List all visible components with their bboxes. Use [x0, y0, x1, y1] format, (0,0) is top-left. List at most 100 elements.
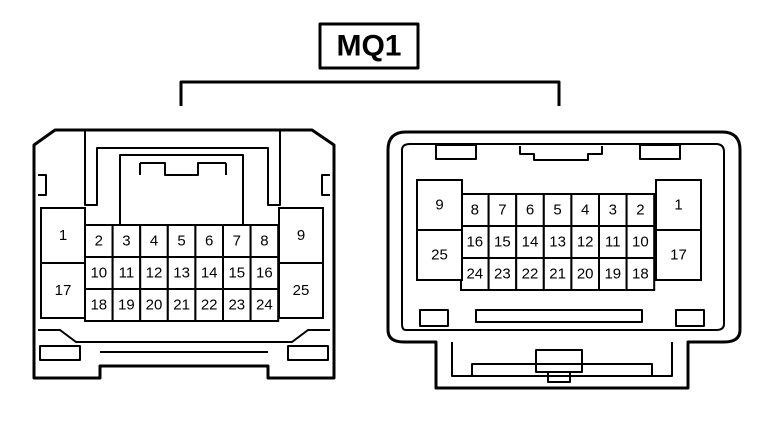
right-pin-2: 2 — [625, 193, 656, 227]
left-foot-right — [287, 345, 329, 361]
pin-number: 9 — [297, 227, 305, 244]
right-pin-9: 9 — [416, 179, 463, 231]
pin-number: 10 — [90, 265, 107, 282]
left-pin-4: 4 — [139, 224, 169, 258]
left-pin-22: 22 — [194, 288, 224, 322]
right-latch-inner — [471, 363, 653, 376]
pin-cell — [655, 229, 702, 281]
pin-number: 22 — [522, 266, 539, 283]
right-pin-25: 25 — [416, 229, 463, 281]
right-pin-12: 12 — [570, 225, 601, 259]
pin-cell — [194, 256, 224, 290]
bracket — [179, 80, 561, 106]
right-latch-key — [547, 371, 571, 383]
right-bottom-slot-right — [675, 309, 705, 327]
right-pin-1: 1 — [655, 179, 702, 231]
pin-cell — [598, 225, 628, 259]
pin-cell — [111, 224, 142, 258]
right-inner-frame — [401, 143, 725, 331]
pin-number: 11 — [605, 234, 621, 251]
right-pin-3: 3 — [598, 193, 628, 227]
right-latch-outer — [451, 342, 673, 377]
left-pin-25: 25 — [278, 262, 324, 319]
right-pin-6: 6 — [515, 193, 545, 227]
pin-number: 13 — [173, 265, 190, 282]
pin-number: 6 — [205, 233, 213, 250]
pin-number: 18 — [632, 266, 649, 283]
pin-number: 7 — [233, 233, 241, 250]
pin-cell — [111, 256, 142, 290]
left-pin-3: 3 — [111, 224, 142, 258]
pin-number: 15 — [228, 265, 245, 282]
pin-cell — [166, 256, 197, 290]
left-pin-23: 23 — [222, 288, 252, 322]
left-pin-2: 2 — [84, 224, 114, 258]
pin-cell — [416, 179, 463, 231]
pin-number: 5 — [553, 202, 561, 219]
right-pin-8: 8 — [460, 193, 490, 227]
left-pin-20: 20 — [139, 288, 169, 322]
pin-number: 6 — [526, 202, 534, 219]
pin-number: 20 — [577, 266, 594, 283]
left-latch-outer — [84, 130, 281, 206]
pin-number: 23 — [228, 297, 245, 314]
right-pin-10: 10 — [625, 225, 656, 259]
left-pin-12: 12 — [139, 256, 169, 290]
right-pin-11: 11 — [598, 225, 628, 259]
right-pin-23: 23 — [487, 257, 518, 291]
right-pin-13: 13 — [542, 225, 573, 259]
left-pin-1: 1 — [40, 207, 86, 264]
pin-number: 1 — [59, 227, 67, 244]
pin-number: 2 — [636, 202, 644, 219]
pin-cell — [487, 257, 518, 291]
pin-number: 21 — [173, 297, 190, 314]
pin-number: 25 — [431, 247, 448, 264]
right-pin-4: 4 — [570, 193, 601, 227]
left-pin-14: 14 — [194, 256, 224, 290]
pin-cell — [542, 257, 573, 291]
pin-number: 5 — [177, 233, 185, 250]
pin-number: 22 — [201, 297, 218, 314]
left-pin-15: 15 — [222, 256, 252, 290]
pin-number: 4 — [581, 202, 589, 219]
left-pin-11: 11 — [111, 256, 142, 290]
right-top-notch — [519, 146, 603, 161]
pin-number: 20 — [146, 297, 163, 314]
pin-number: 3 — [609, 202, 617, 219]
left-pin-21: 21 — [166, 288, 197, 322]
title-box — [318, 22, 420, 70]
pin-cell — [625, 257, 656, 291]
left-pin-10: 10 — [84, 256, 114, 290]
pin-number: 1 — [674, 197, 682, 214]
pin-number: 12 — [577, 234, 594, 251]
pin-number: 17 — [55, 282, 72, 299]
pin-number: 17 — [670, 247, 687, 264]
left-latch-detail — [139, 162, 227, 176]
pin-cell — [40, 207, 86, 264]
left-pin-8: 8 — [249, 224, 280, 258]
right-top-slot-left — [435, 144, 477, 160]
pin-number: 18 — [90, 297, 107, 314]
pin-number: 10 — [632, 234, 649, 251]
pin-number: 13 — [549, 234, 566, 251]
pin-number: 14 — [522, 234, 539, 251]
right-bottom-slot-left — [419, 309, 449, 327]
right-bottom-bar — [475, 309, 643, 323]
right-pin-5: 5 — [542, 193, 573, 227]
left-pin-24: 24 — [249, 288, 280, 322]
pin-cell — [278, 262, 324, 319]
left-pin-9: 9 — [278, 207, 324, 264]
left-pin-13: 13 — [166, 256, 197, 290]
pin-number: 8 — [260, 233, 268, 250]
left-pin-5: 5 — [166, 224, 197, 258]
left-pin-19: 19 — [111, 288, 142, 322]
right-pin-7: 7 — [487, 193, 518, 227]
left-side-slots — [38, 174, 330, 196]
right-pin-22: 22 — [515, 257, 545, 291]
pin-number: 19 — [604, 266, 621, 283]
right-pin-24: 24 — [460, 257, 490, 291]
pin-number: 14 — [201, 265, 218, 282]
right-pin-19: 19 — [598, 257, 628, 291]
pin-number: 12 — [146, 265, 163, 282]
